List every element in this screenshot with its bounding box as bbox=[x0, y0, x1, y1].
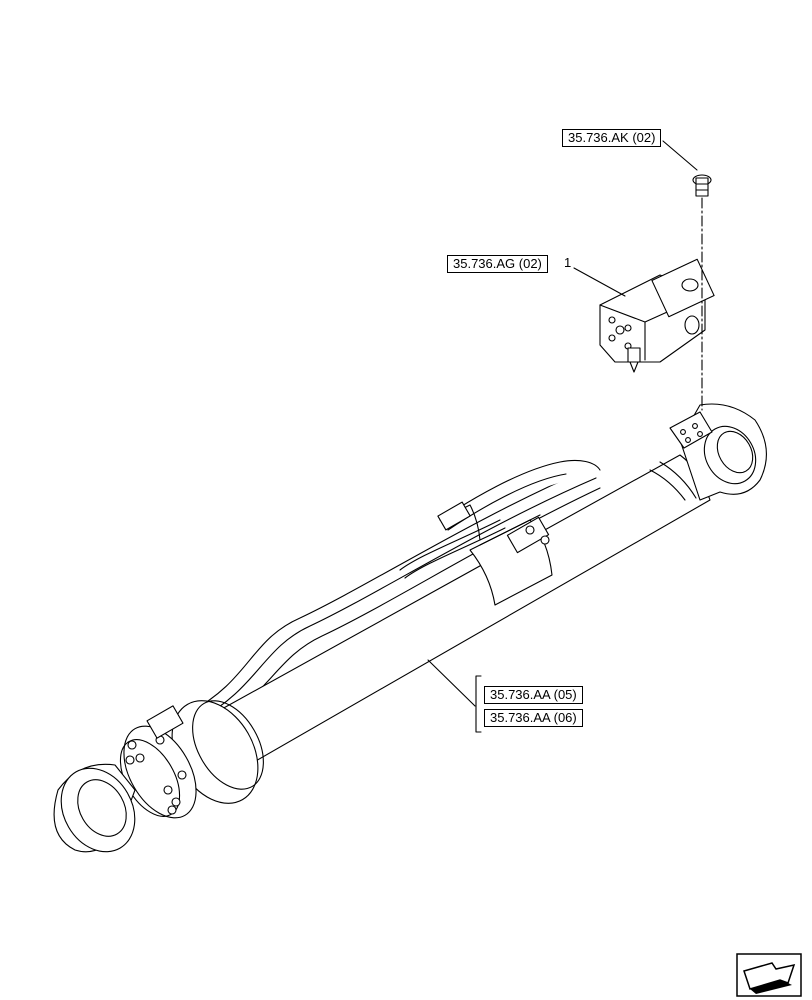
ref-cylinder-05[interactable]: 35.736.AA (05) bbox=[484, 686, 583, 704]
control-valve bbox=[599, 258, 715, 373]
callout-item-1: 1 bbox=[564, 255, 572, 270]
cylinder-barrel bbox=[171, 454, 711, 804]
ref-control-valve[interactable]: 35.736.AG (02) bbox=[447, 255, 548, 273]
bolt bbox=[692, 174, 712, 197]
cylinder-head-end bbox=[53, 705, 197, 853]
next-page-arrow-icon[interactable] bbox=[736, 953, 802, 997]
ref-bolt[interactable]: 35.736.AK (02) bbox=[562, 129, 662, 147]
leader-lines bbox=[427, 140, 703, 733]
ref-cylinder-06[interactable]: 35.736.AA (06) bbox=[484, 709, 583, 727]
rod-end-eye bbox=[669, 403, 767, 501]
hose-clamp bbox=[437, 501, 550, 554]
